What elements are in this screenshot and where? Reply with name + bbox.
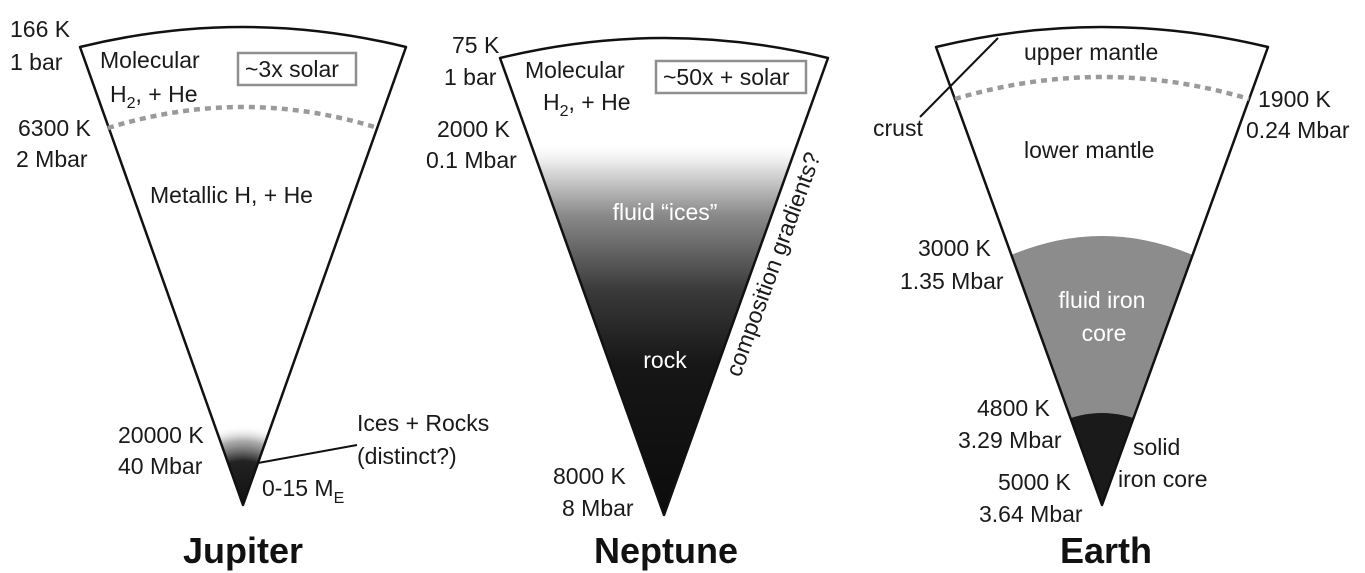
earth-boundary3-pressure: 3.29 Mbar xyxy=(958,427,1062,453)
earth-mantle-boundary xyxy=(954,74,1250,102)
jupiter-core-distinct: (distinct?) xyxy=(357,443,457,469)
earth-outline xyxy=(934,25,1270,507)
neptune-solar-label: ~50x + solar xyxy=(663,64,790,90)
jupiter-layer-metallic: Metallic H, + He xyxy=(150,182,313,208)
jupiter-metallic-boundary xyxy=(107,104,379,131)
neptune-outline xyxy=(498,36,830,517)
earth-outer-core-label-2: core xyxy=(1082,320,1127,346)
earth-center-temp: 5000 K xyxy=(998,469,1072,495)
earth-outer-core-label: fluid iron xyxy=(1059,287,1146,313)
earth-layer-upper: upper mantle xyxy=(1024,39,1158,65)
jupiter-solar-box xyxy=(236,51,358,87)
earth-layer-lower: lower mantle xyxy=(1024,137,1154,163)
earth-boundary2-pressure: 1.35 Mbar xyxy=(900,268,1004,294)
neptune-layer-ices: fluid “ices” xyxy=(613,199,718,225)
earth-boundary3-temp: 4800 K xyxy=(977,395,1051,421)
jupiter-outline xyxy=(78,25,408,507)
earth-boundary1-pressure: 0.24 Mbar xyxy=(1246,117,1350,143)
jupiter-boundary-temp: 6300 K xyxy=(18,115,92,141)
jupiter-top-temp: 166 K xyxy=(10,16,71,42)
neptune-layer-rock: rock xyxy=(643,347,687,373)
jupiter-core-pressure: 40 Mbar xyxy=(118,453,203,479)
neptune-core-temp: 8000 K xyxy=(553,463,627,489)
earth-boundary2-temp: 3000 K xyxy=(918,235,992,261)
neptune-top-temp: 75 K xyxy=(452,32,500,58)
earth-crust-pointer xyxy=(919,37,999,118)
jupiter-top-pressure: 1 bar xyxy=(10,49,63,75)
jupiter-boundary-pressure: 2 Mbar xyxy=(16,146,88,172)
earth-inner-core-label-2: iron core xyxy=(1118,466,1207,492)
earth-crust-label: crust xyxy=(873,115,923,141)
earth-title: Earth xyxy=(1060,530,1152,571)
neptune-title: Neptune xyxy=(594,530,738,571)
neptune-layer-molecular: Molecular xyxy=(525,57,625,83)
neptune-layer-molecular-h2: H2, + He xyxy=(543,89,631,120)
jupiter-layer-molecular-h2: H2, + He xyxy=(110,81,198,112)
jupiter-core-pointer xyxy=(257,444,358,464)
jupiter-core-label: Ices + Rocks xyxy=(357,410,489,436)
neptune-boundary-pressure: 0.1 Mbar xyxy=(426,147,517,173)
neptune-top-pressure: 1 bar xyxy=(444,64,497,90)
neptune-core-pressure: 8 Mbar xyxy=(562,495,634,521)
neptune-boundary-temp: 2000 K xyxy=(437,116,511,142)
neptune-solar-box xyxy=(654,59,808,95)
earth-inner-core-label: solid xyxy=(1133,434,1180,460)
earth-boundary1-temp: 1900 K xyxy=(1258,86,1332,112)
jupiter-title: Jupiter xyxy=(183,530,303,571)
jupiter-core-mass: 0-15 ME xyxy=(262,475,344,507)
earth-center-pressure: 3.64 Mbar xyxy=(979,501,1083,527)
jupiter-layer-molecular: Molecular xyxy=(100,47,200,73)
jupiter-solar-label: ~3x solar xyxy=(245,56,339,82)
jupiter-core-temp: 20000 K xyxy=(118,422,204,448)
